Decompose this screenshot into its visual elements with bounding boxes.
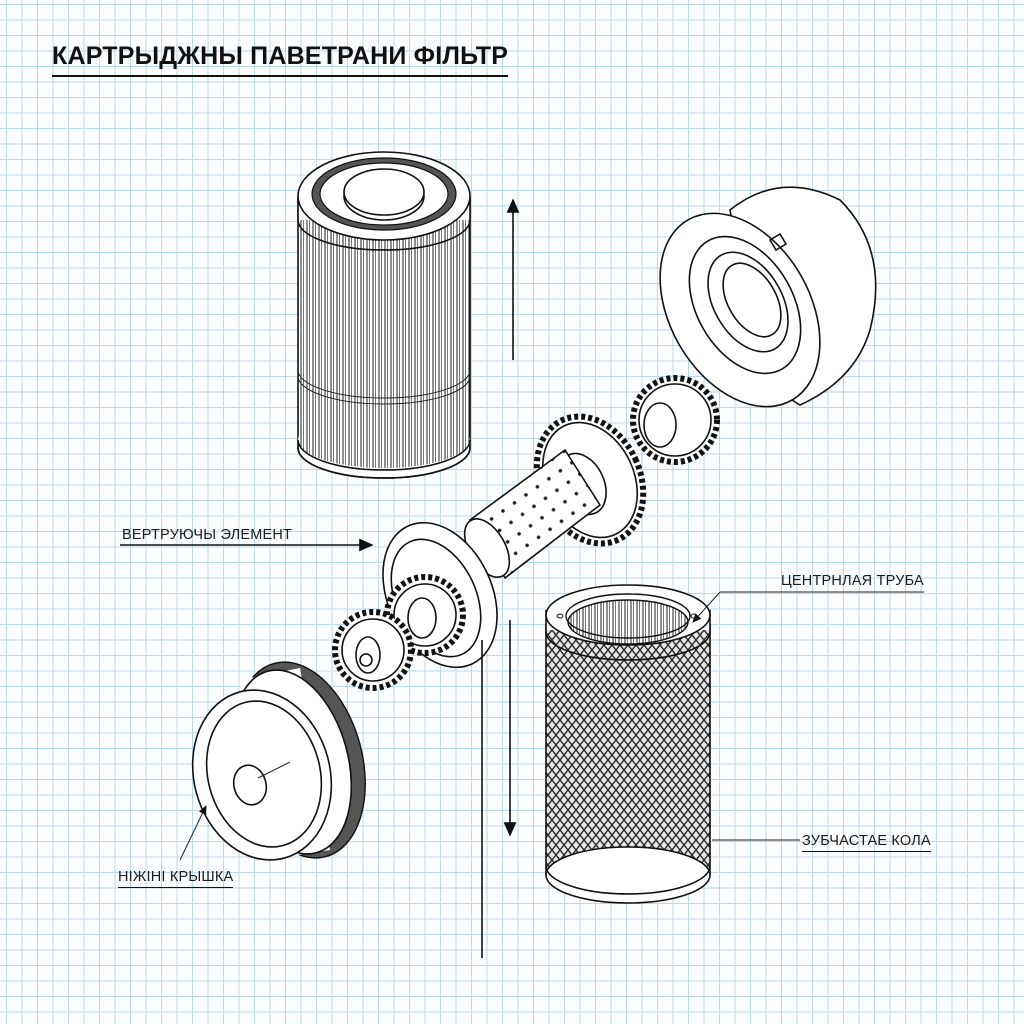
label-rotating-element: ВЕРТРУЮЧЫ ЭЛЕМЕНТ [122, 527, 293, 543]
label-gear-wheel: ЗУБЧАСТАЕ КОЛА [802, 833, 931, 852]
diagram-title: КАРТРЫДЖНЫ ПАВЕТРАНИ ФІЛЬТР [52, 42, 509, 77]
label-central-tube: ЦЕНТРНЛАЯ ТРУБА [781, 573, 924, 589]
leader-lines [120, 538, 924, 861]
axis-arrows [481, 198, 520, 958]
bottom-cover [191, 661, 366, 861]
label-bottom-cover: НІЖІНІ КРЫШКА [118, 869, 234, 888]
pleated-filter-cartridge [297, 151, 471, 479]
top-housing-cap [659, 186, 877, 408]
mesh-outer-cylinder [545, 584, 711, 904]
rotating-assembly [332, 375, 720, 691]
